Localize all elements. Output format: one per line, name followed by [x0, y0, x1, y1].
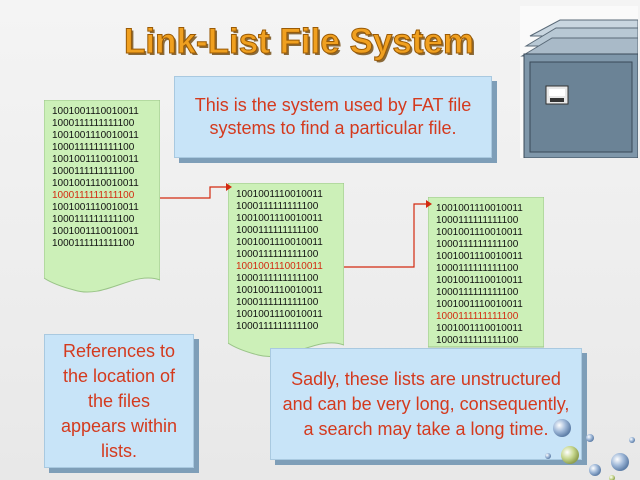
list-document-shape [228, 183, 344, 357]
bubbles-decoration [545, 419, 635, 480]
list-entry: 1000111111111100 [236, 321, 319, 332]
list-entry: 1000111111111100 [436, 215, 519, 226]
slide-title: Link-List File System [124, 22, 475, 62]
list-entry: 1001001110010011 [52, 106, 139, 117]
list-entry: 1000111111111100 [52, 142, 135, 153]
list-entry: 1000111111111100 [436, 239, 519, 250]
callout-references: References to the location of the files … [44, 334, 194, 468]
list-entry: 1000111111111100 [436, 263, 519, 274]
list-entry: 1000111111111100 [52, 214, 135, 225]
list-entry: 1001001110010011 [436, 203, 523, 214]
list-entry: 1000111111111100 [236, 249, 319, 260]
list-entry: 1001001110010011 [52, 130, 139, 141]
connector-2-to-3 [344, 203, 426, 268]
list-entry: 1001001110010011 [436, 299, 523, 310]
list-entry: 1000111111111100 [236, 225, 319, 236]
file-cabinet-icon [520, 6, 638, 158]
list-entry: 1000111111111100 [236, 201, 319, 212]
list-entry: 1000111111111100 [236, 297, 319, 308]
connector-1-to-2 [160, 186, 226, 199]
list-entry: 1001001110010011 [436, 275, 523, 286]
list-entry: 1000111111111100 [236, 273, 319, 284]
list-entry: 1001001110010011 [52, 178, 139, 189]
list-entry: 1001001110010011 [236, 213, 323, 224]
list-entry: 1000111111111100 [436, 287, 519, 298]
list-entry-highlighted: 1000111111111100 [52, 190, 135, 201]
list-entry: 1001001110010011 [436, 323, 523, 334]
list-entry: 1001001110010011 [52, 226, 139, 237]
list-document-shape [44, 100, 160, 293]
list-entry: 1001001110010011 [236, 285, 323, 296]
callout-fat-description: This is the system used by FAT file syst… [174, 76, 492, 158]
list-entry: 1000111111111100 [52, 118, 135, 129]
list-entry: 1001001110010011 [52, 202, 139, 213]
list-entry: 1000111111111100 [436, 335, 519, 346]
list-document-shape [428, 197, 544, 348]
list-entry-highlighted: 1001001110010011 [236, 261, 323, 272]
list-entry: 1001001110010011 [236, 189, 323, 200]
list-entry: 1001001110010011 [236, 309, 323, 320]
list-entry: 1000111111111100 [52, 238, 135, 249]
callout-search-warning: Sadly, these lists are unstructured and … [270, 348, 582, 460]
list-entry: 1001001110010011 [52, 154, 139, 165]
list-entry: 1001001110010011 [236, 237, 323, 248]
list-entry: 1000111111111100 [52, 166, 135, 177]
list-entry: 1001001110010011 [436, 227, 523, 238]
list-entry-highlighted: 1000111111111100 [436, 311, 519, 322]
list-entry: 1001001110010011 [436, 251, 523, 262]
